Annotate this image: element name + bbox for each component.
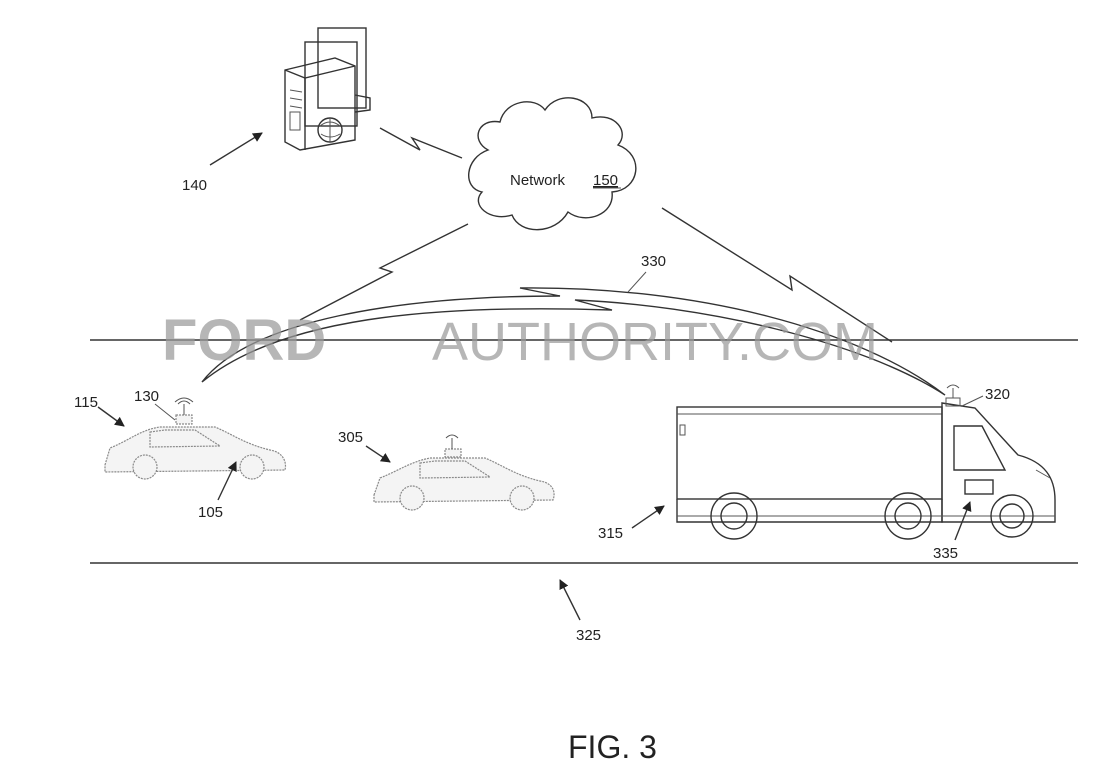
arrow-road	[560, 580, 580, 620]
truck	[677, 385, 1055, 539]
arrow-truck	[632, 506, 664, 528]
label-truck-unit: 335	[933, 545, 958, 562]
network-label: Network	[510, 172, 566, 189]
network-cloud	[469, 98, 636, 230]
watermark-authority: AUTHORITY.COM	[432, 312, 878, 372]
network-number: 150	[593, 172, 618, 189]
label-car-left-unit: 105	[198, 504, 223, 521]
leader-truck-antenna	[962, 396, 983, 406]
link-network-car	[300, 224, 468, 320]
label-antenna-left: 130	[134, 388, 159, 405]
label-link: 330	[641, 253, 666, 270]
car-middle	[374, 435, 554, 510]
leader-antenna-left	[155, 404, 175, 420]
car-left	[105, 398, 285, 479]
label-server: 140	[182, 177, 207, 194]
label-car-middle: 305	[338, 429, 363, 446]
arrow-server	[210, 133, 262, 165]
link-server-network	[380, 128, 462, 158]
figure-caption: FIG. 3	[568, 729, 657, 765]
label-truck: 315	[598, 525, 623, 542]
arrow-car-left	[98, 407, 124, 426]
watermark-ford: FORD	[162, 308, 326, 373]
arrow-truck-unit	[955, 502, 970, 540]
server-stack-icon	[285, 28, 370, 150]
label-truck-antenna: 320	[985, 386, 1010, 403]
label-road: 325	[576, 627, 601, 644]
leader-link	[628, 272, 646, 292]
arrow-car-middle	[366, 446, 390, 462]
label-car-left: 115	[74, 394, 98, 411]
